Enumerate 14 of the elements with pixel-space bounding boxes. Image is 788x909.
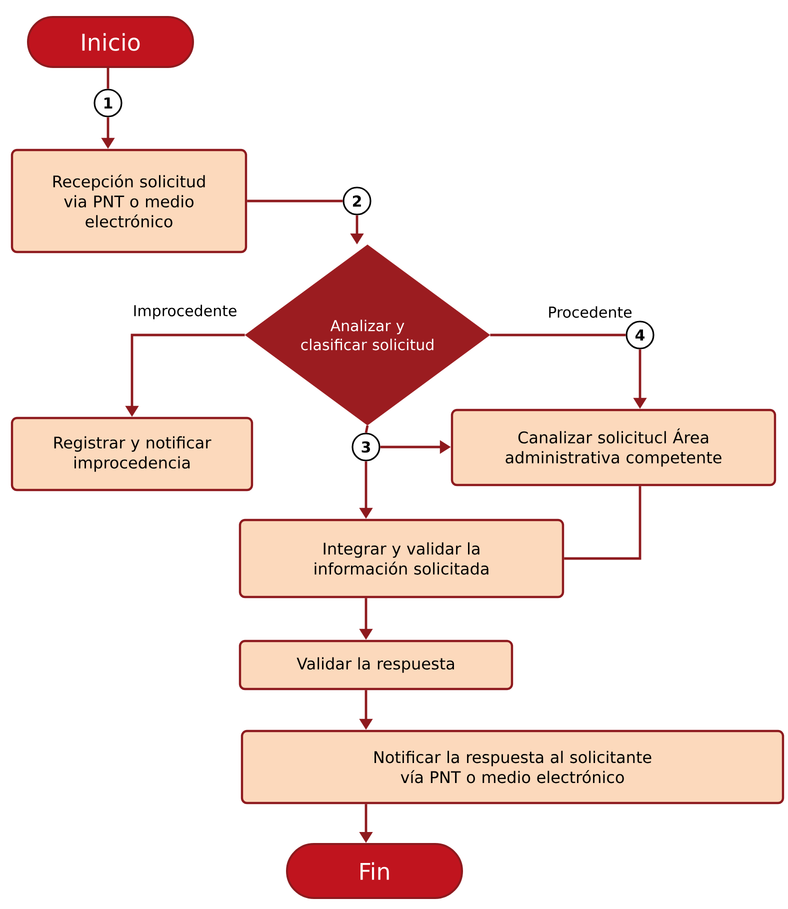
connector-line: [247, 200, 343, 202]
process-box: Validar la respuesta: [238, 640, 514, 690]
process-box: Integrar y validar la información solicitada: [238, 518, 564, 598]
terminal-oval: Fin: [286, 843, 463, 899]
process-box: Recepción solicitud via PNT o medio electrónico: [10, 148, 248, 254]
edge-label: Improcedente: [130, 302, 240, 322]
connector-line: [364, 425, 369, 433]
process-box: Canalizar solicitucl Área administrativa competente: [450, 408, 776, 486]
connector-line: [106, 68, 110, 89]
process-box: Registrar y notificar improcedencia: [10, 416, 254, 492]
process-box: Notificar la respuesta al solicitante vía PNT o medio electrónico: [240, 730, 784, 804]
connector-line: [564, 486, 642, 560]
edge-label: Procedente: [546, 304, 634, 320]
connector-line: [490, 334, 626, 336]
